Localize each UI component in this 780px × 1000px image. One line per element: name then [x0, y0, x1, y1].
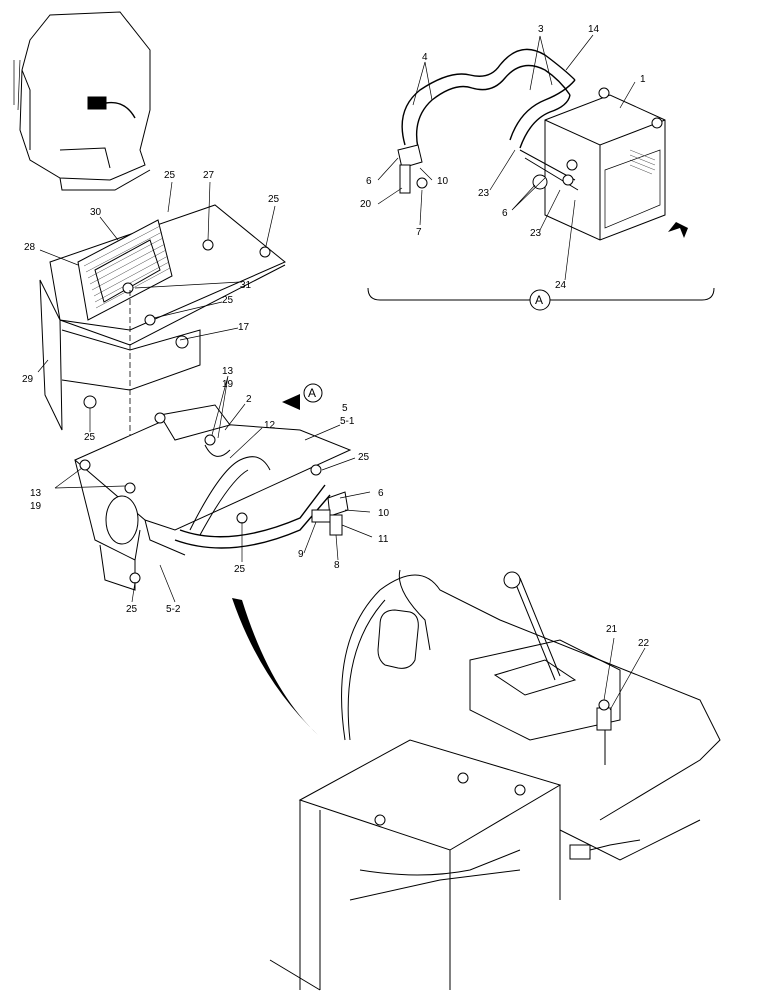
- callout-4: 4: [422, 52, 428, 63]
- callout-19: 19: [222, 379, 234, 390]
- callout-24: 24: [555, 280, 567, 291]
- callout-11: 11: [378, 534, 389, 545]
- callout-17: 17: [238, 322, 250, 333]
- callout-7: 7: [416, 227, 422, 238]
- machine-overview: [269, 569, 721, 991]
- callout-29: 29: [22, 374, 34, 385]
- callout-28: 28: [24, 242, 36, 253]
- lower-duct-assembly: [54, 375, 373, 603]
- callout-5: 5: [342, 403, 348, 414]
- callout-23: 23: [530, 228, 542, 239]
- callout-6: 6: [366, 176, 372, 187]
- callout-22: 22: [638, 638, 650, 649]
- callout-10: 10: [437, 176, 449, 187]
- view-marker-a-detail: A: [535, 293, 543, 307]
- callout-5-1: 5-1: [340, 416, 355, 427]
- callout-14: 14: [588, 24, 600, 35]
- detail-a-heater-assembly: [367, 34, 715, 311]
- callout-2: 2: [246, 394, 252, 405]
- callout-6: 6: [502, 208, 508, 219]
- callout-10: 10: [378, 508, 390, 519]
- callout-25: 25: [268, 194, 280, 205]
- callout-13: 13: [30, 488, 42, 499]
- callout-21: 21: [606, 624, 618, 635]
- duct-cover-assembly: [37, 181, 286, 480]
- callout-20: 20: [360, 199, 372, 210]
- callout-25: 25: [358, 452, 370, 463]
- callout-12: 12: [264, 420, 276, 431]
- cab-seat-illustration: [13, 11, 151, 191]
- callout-6: 6: [378, 488, 384, 499]
- callout-5-2: 5-2: [166, 604, 181, 615]
- callout-30: 30: [90, 207, 102, 218]
- callout-25: 25: [222, 295, 234, 306]
- callout-19: 19: [30, 501, 42, 512]
- callout-9: 9: [298, 549, 304, 560]
- callout-3: 3: [538, 24, 544, 35]
- callout-25: 25: [84, 432, 96, 443]
- callout-23: 23: [478, 188, 490, 199]
- callout-25: 25: [126, 604, 138, 615]
- callout-13: 13: [222, 366, 234, 377]
- callout-labels: 1 3 14 4 6 10 20 7 23 6 23 24 25 27 25 3…: [22, 24, 650, 649]
- curved-pointer-arrow: [232, 598, 318, 735]
- callout-25: 25: [234, 564, 246, 575]
- callout-1: 1: [640, 74, 646, 85]
- callout-31: 31: [240, 280, 252, 291]
- callout-25: 25: [164, 170, 176, 181]
- callout-8: 8: [334, 560, 340, 571]
- callout-27: 27: [203, 170, 215, 181]
- view-marker-a-arrow: A: [308, 386, 316, 400]
